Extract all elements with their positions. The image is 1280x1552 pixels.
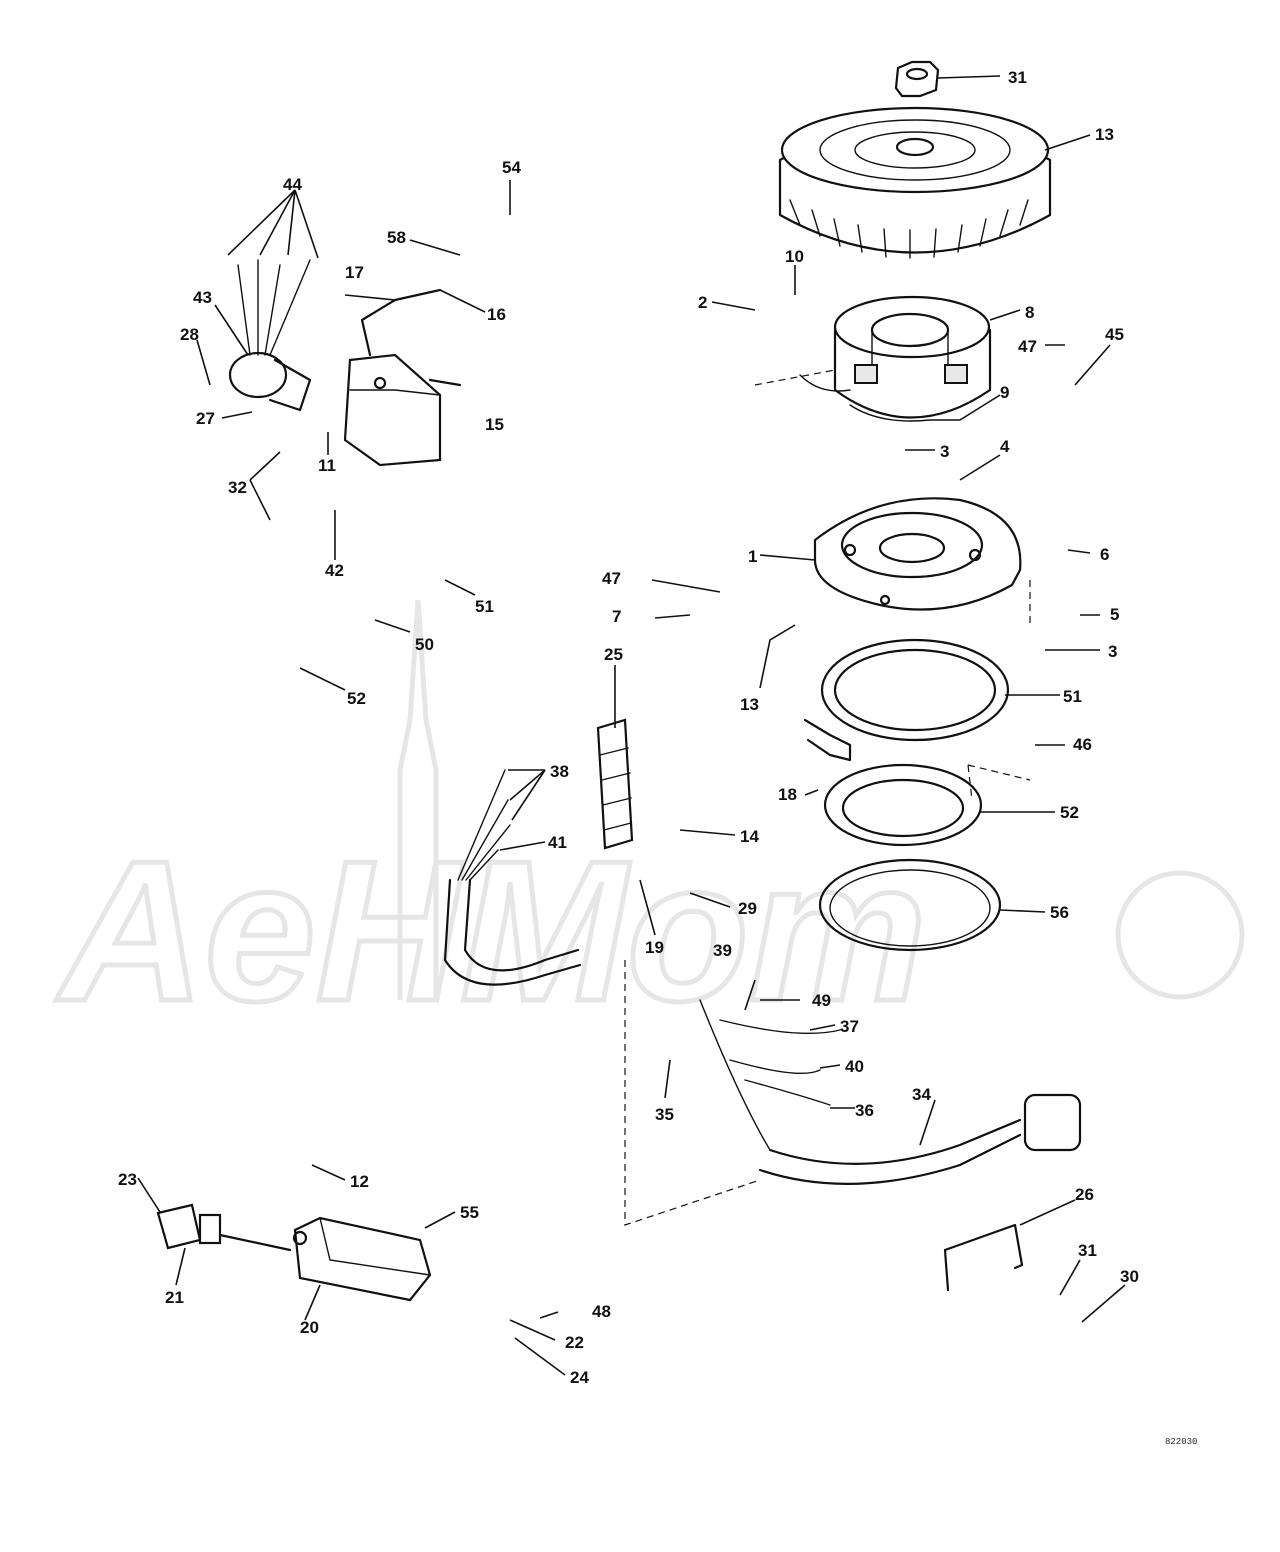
- callout-30: 30: [1120, 1267, 1139, 1286]
- callout-2: 2: [698, 293, 707, 312]
- callout-10: 10: [785, 247, 804, 266]
- callout-35: 35: [655, 1105, 674, 1124]
- callout-1: 1: [748, 547, 757, 566]
- callout-14: 14: [740, 827, 759, 846]
- callout-24: 24: [570, 1368, 589, 1387]
- wire-clip: [943, 1223, 1024, 1292]
- callout-53: 51: [1063, 687, 1082, 706]
- callout-50: 50: [415, 635, 434, 654]
- callout-18: 18: [778, 785, 797, 804]
- callout-46: 46: [1073, 735, 1092, 754]
- callout-15: 15: [485, 415, 504, 434]
- callout-49: 49: [812, 991, 831, 1010]
- callout-5: 5: [1110, 605, 1119, 624]
- callout-33: 31: [1008, 68, 1027, 87]
- terminal-block: [596, 718, 634, 850]
- callout-8: 8: [1025, 303, 1034, 322]
- leader-lines: [137, 75, 1126, 1376]
- watermark: AeHMom: [53, 599, 1245, 1046]
- stator: [799, 295, 992, 422]
- callout-32: 32: [228, 478, 247, 497]
- callout-23: 23: [118, 1170, 137, 1189]
- ignition-coil: [343, 288, 462, 467]
- retainer-plate: [803, 638, 1010, 762]
- callout-12: 12: [350, 1172, 369, 1191]
- callout-19: 19: [645, 938, 664, 957]
- callout-34: 34: [912, 1085, 931, 1104]
- callout-labels: 31 13 10 2 8 47 45 9 3 4 6 1 5 3 51 46 5…: [118, 68, 1197, 1447]
- assembly-line: [624, 960, 761, 1226]
- flywheel: [778, 106, 1052, 259]
- callout-16: 16: [487, 305, 506, 324]
- callout-13: 13: [1095, 125, 1114, 144]
- power-pack: [292, 1216, 432, 1302]
- flywheel-nut: [894, 60, 940, 98]
- callout-3: 3: [940, 442, 949, 461]
- sleeve-harness: [443, 769, 582, 986]
- callout-44: 44: [283, 175, 302, 194]
- callout-48: 48: [592, 1302, 611, 1321]
- timer-base: [813, 497, 1022, 611]
- callout-57: 56: [1050, 903, 1069, 922]
- support-ring: [823, 763, 983, 847]
- callout-22: 22: [565, 1333, 584, 1352]
- callout-52: 52: [347, 689, 366, 708]
- callout-55: 54: [502, 158, 521, 177]
- assembly-line: [967, 764, 1031, 801]
- callout-6: 6: [1100, 545, 1109, 564]
- callout-27: 27: [196, 409, 215, 428]
- callout-7: 7: [612, 607, 621, 626]
- callout-51: 51: [475, 597, 494, 616]
- connector-plug: [156, 1203, 292, 1252]
- callout-47: 47: [1018, 337, 1037, 356]
- callout-36: 36: [855, 1101, 874, 1120]
- rectifier: [228, 259, 312, 412]
- callout-39: 39: [713, 941, 732, 960]
- callout-54: 52: [1060, 803, 1079, 822]
- callout-40: 40: [845, 1057, 864, 1076]
- callout-29: 29: [738, 899, 757, 918]
- callout-28: 28: [180, 325, 199, 344]
- callout-37: 37: [840, 1017, 859, 1036]
- retaining-ring: [818, 858, 1002, 952]
- assembly-line: [754, 369, 836, 386]
- callout-47b: 47: [602, 569, 621, 588]
- callout-31: 31: [1078, 1241, 1097, 1260]
- callout-20: 20: [300, 1318, 319, 1337]
- callout-42: 42: [325, 561, 344, 580]
- callout-21: 21: [165, 1288, 184, 1307]
- callout-13b: 13: [740, 695, 759, 714]
- wiring-harness: [699, 999, 1082, 1185]
- callout-58: 58: [387, 228, 406, 247]
- callout-43: 43: [193, 288, 212, 307]
- drawing-code: 822030: [1165, 1437, 1197, 1447]
- callout-3b: 3: [1108, 642, 1117, 661]
- callout-9: 9: [1000, 383, 1009, 402]
- callout-45: 45: [1105, 325, 1124, 344]
- callout-38: 38: [550, 762, 569, 781]
- callout-26: 26: [1075, 1185, 1094, 1204]
- callout-56: 55: [460, 1203, 479, 1222]
- callout-25: 25: [604, 645, 623, 664]
- watermark-text: AeHMom: [55, 820, 927, 1043]
- callout-4: 4: [1000, 437, 1010, 456]
- callout-41: 41: [548, 833, 567, 852]
- callout-17: 17: [345, 263, 364, 282]
- callout-11: 11: [318, 456, 336, 475]
